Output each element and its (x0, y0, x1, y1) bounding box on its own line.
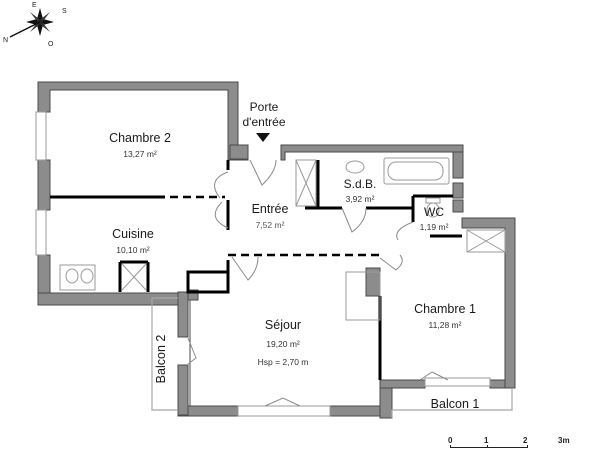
room-area: 11,28 m² (428, 320, 462, 330)
compass-label-north: N (3, 37, 8, 44)
room-area: 19,20 m² (266, 339, 300, 349)
room-name: Séjour (264, 318, 302, 332)
scale-tick-1: 1 (484, 436, 489, 445)
room-name: Cuisine (112, 227, 154, 241)
scale-tick-mark (527, 445, 528, 448)
room-area: 1,19 m² (419, 222, 449, 232)
room-name: Entrée (251, 202, 289, 216)
room-sejour: Séjour 19,20 m² Hsp = 2,70 m (233, 318, 333, 367)
scale-tick-0: 0 (448, 436, 453, 445)
entrance-label: Porte d'entrée (238, 100, 290, 130)
compass-rose-icon (9, 8, 54, 38)
room-chambre2: Chambre 2 13,27 m² (90, 131, 190, 159)
room-area: 7,52 m² (255, 220, 285, 230)
compass-label-south: S (62, 8, 67, 15)
compass-label-east: E (32, 2, 37, 9)
scale-tick-2: 2 (523, 436, 528, 445)
room-area: 13,27 m² (123, 149, 157, 159)
balcony-outlines (151, 297, 513, 418)
room-sdb: S.d.B. 3,92 m² (330, 177, 390, 204)
room-cuisine: Cuisine 10,10 m² (83, 227, 183, 255)
room-chambre1: Chambre 1 11,28 m² (400, 302, 490, 330)
room-name: WC (424, 205, 444, 219)
room-entree: Entrée 7,52 m² (230, 202, 310, 230)
scale-bar: 0 1 2 3m (446, 436, 586, 450)
scale-tick-mark (487, 445, 488, 448)
entrance-label-line1: Porte (249, 100, 279, 114)
room-area: 3,92 m² (345, 194, 375, 204)
scale-tick-3: 3m (558, 436, 570, 445)
scale-tick-mark (450, 445, 451, 448)
balcony-1-label: Balcon 1 (430, 397, 480, 411)
entrance-label-line2: d'entrée (242, 115, 286, 129)
arrow-down-icon (256, 133, 270, 142)
room-name: S.d.B. (343, 177, 377, 191)
room-name: Chambre 1 (414, 302, 476, 316)
balcony-2-label: Balcon 2 (154, 334, 168, 384)
room-ceiling-height: Hsp = 2,70 m (257, 357, 309, 367)
scale-line (450, 447, 528, 448)
exterior-walls (37, 81, 516, 419)
room-wc: WC 1,19 m² (414, 205, 454, 232)
compass-label-west: O (48, 41, 54, 48)
room-area: 10,10 m² (116, 245, 150, 255)
fixtures (35, 111, 506, 417)
room-name: Chambre 2 (109, 131, 171, 145)
doors[interactable] (187, 159, 449, 407)
